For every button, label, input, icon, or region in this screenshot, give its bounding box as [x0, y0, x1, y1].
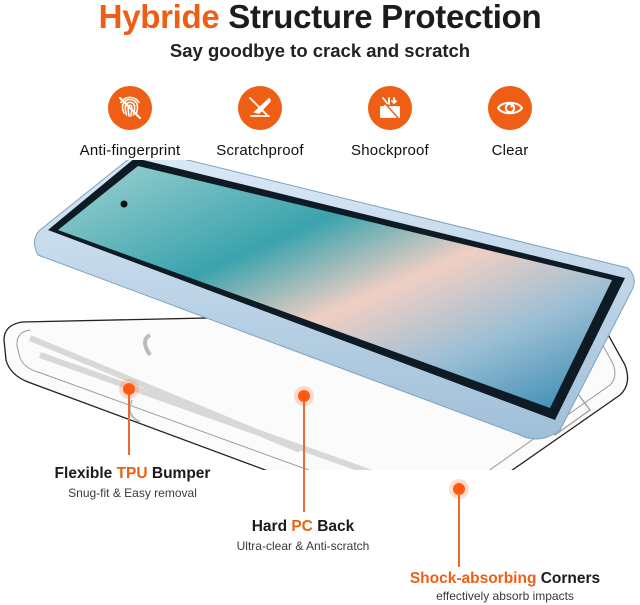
pc-back-marker — [298, 390, 310, 402]
callout-title: Shock-absorbing Corners — [409, 570, 601, 587]
phone — [34, 160, 635, 440]
callout-desc: effectively absorb impacts — [436, 589, 574, 603]
corners-callout: Shock-absorbing Corners effectively abso… — [380, 570, 630, 603]
callout-desc: Ultra-clear & Anti-scratch — [236, 539, 370, 553]
feature-label: Clear — [491, 142, 529, 159]
feature-label: Scratchproof — [216, 142, 304, 159]
callout-title: Flexible TPU Bumper — [54, 465, 211, 482]
tpu-bumper-marker — [123, 383, 135, 395]
eye-icon — [488, 86, 532, 130]
phone-case-illustration — [3, 160, 635, 470]
subtitle: Say goodbye to crack and scratch — [169, 40, 471, 61]
feature-anti-fingerprint: Anti-fingerprint — [60, 86, 200, 159]
page-title: Hybride Structure Protection — [0, 0, 640, 34]
shock-impact-icon — [368, 86, 412, 130]
tpu-bumper-callout: Flexible TPU Bumper Snug-fit & Easy remo… — [45, 465, 220, 500]
corner-marker — [453, 483, 465, 495]
corners-callout-line — [458, 495, 460, 567]
feature-label: Anti-fingerprint — [79, 142, 181, 159]
knife-crossed-icon — [238, 86, 282, 130]
title-rest: Structure Protection — [228, 0, 542, 35]
feature-clear: Clear — [440, 86, 580, 159]
fingerprint-crossed-icon — [108, 86, 152, 130]
tpu-callout-line — [128, 395, 130, 455]
title-accent: Hybride — [98, 0, 220, 35]
feature-icons-row: Anti-fingerprint Scratchproof Shockproof — [60, 86, 580, 166]
pc-callout-line — [303, 402, 305, 512]
feature-scratchproof: Scratchproof — [190, 86, 330, 159]
callout-desc: Snug-fit & Easy removal — [68, 486, 197, 500]
pc-back-callout: Hard PC Back Ultra-clear & Anti-scratch — [218, 518, 388, 553]
feature-shockproof: Shockproof — [320, 86, 460, 159]
callout-title: Hard PC Back — [251, 518, 355, 535]
feature-label: Shockproof — [351, 142, 429, 159]
